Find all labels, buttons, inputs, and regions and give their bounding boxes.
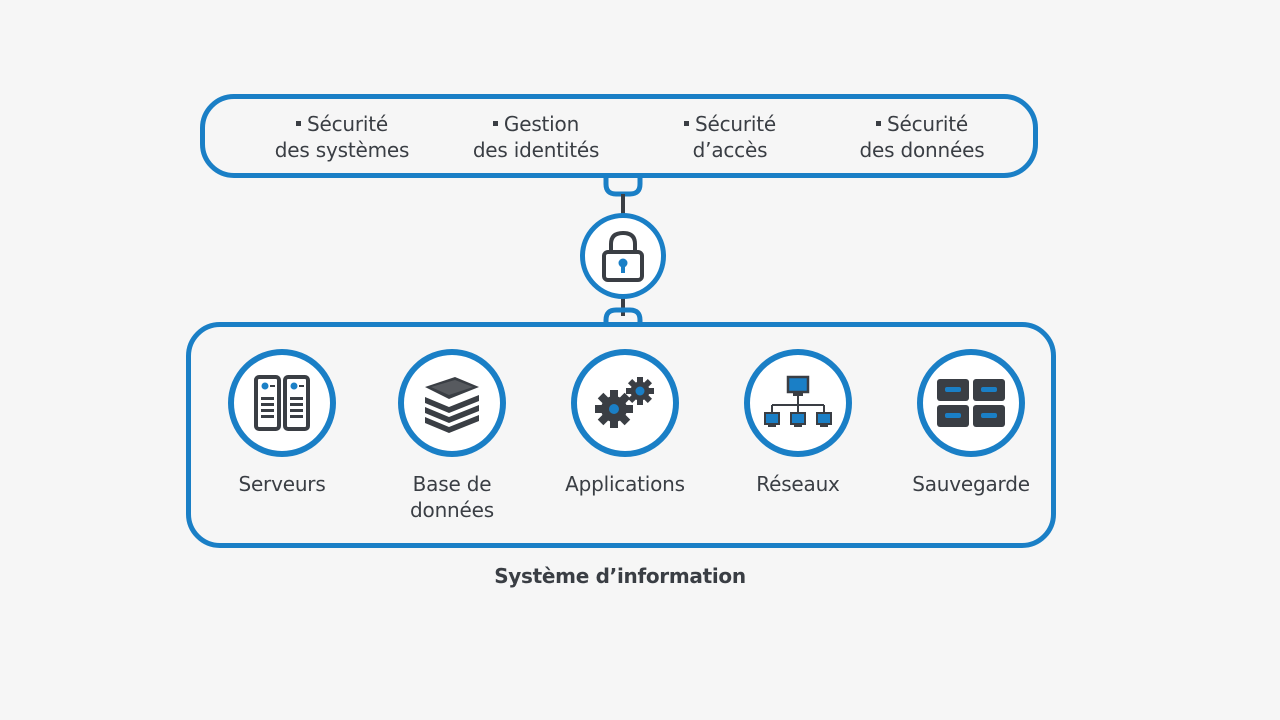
component-label: Applications xyxy=(565,472,685,496)
security-domains-box: Sécurité des systèmes Gestion des identi… xyxy=(200,94,1038,178)
component-label: Sauvegarde xyxy=(912,472,1030,496)
domain-item-identities: Gestion des identités xyxy=(446,111,626,163)
storage-icon xyxy=(937,379,1005,427)
component-networks: Réseaux xyxy=(718,349,878,497)
servers-icon xyxy=(254,375,310,431)
padlock-icon xyxy=(602,230,644,282)
component-backup: Sauvegarde xyxy=(891,349,1051,497)
domain-line2: des systèmes xyxy=(274,138,410,162)
bullet-icon xyxy=(296,121,301,126)
information-system-box: Serveurs Base de données xyxy=(186,322,1056,548)
top-chain-link xyxy=(603,178,643,197)
component-label: Réseaux xyxy=(756,472,840,496)
gears-icon xyxy=(595,377,654,428)
component-applications: Applications xyxy=(545,349,705,497)
domain-line2: d’accès xyxy=(692,138,768,162)
domain-line2: des identités xyxy=(472,138,600,162)
component-label: Base de données xyxy=(410,472,494,522)
domain-item-systems: Sécurité des systèmes xyxy=(252,111,432,163)
domain-line2: des données xyxy=(859,138,985,162)
database-icon xyxy=(425,377,479,433)
lock-circle xyxy=(580,213,666,299)
bottom-chain-link xyxy=(603,307,643,324)
bullet-icon xyxy=(684,121,689,126)
diagram-caption: Système d’information xyxy=(494,564,746,588)
domain-item-data: Sécurité des données xyxy=(832,111,1012,163)
network-icon xyxy=(764,375,832,427)
domain-line1: Sécurité xyxy=(695,112,776,136)
component-label: Serveurs xyxy=(238,472,326,496)
domain-line1: Gestion xyxy=(503,112,580,136)
component-servers: Serveurs xyxy=(202,349,362,497)
bullet-icon xyxy=(492,121,498,126)
domain-line1: Sécurité xyxy=(307,112,388,136)
domain-item-access: Sécurité d’accès xyxy=(640,111,820,163)
domain-line1: Sécurité xyxy=(887,112,968,136)
component-database: Base de données xyxy=(372,349,532,523)
bullet-icon xyxy=(876,121,881,126)
